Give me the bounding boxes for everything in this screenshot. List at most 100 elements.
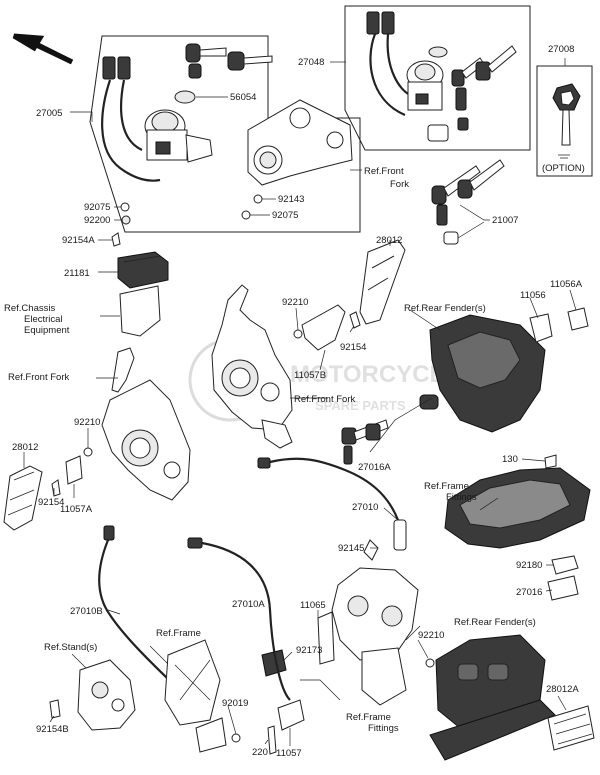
label-92019: 92019: [222, 698, 248, 709]
license-light-assembly: [429, 634, 556, 761]
label-92210-b: 92210: [74, 417, 100, 428]
bolt-92154A: [111, 232, 121, 247]
label-92143: 92143: [278, 194, 304, 205]
spring-92145: [363, 539, 379, 561]
ref-chassis-3: Equipment: [24, 325, 70, 336]
ref-frame-fittings-right-1: Ref.Frame: [424, 481, 469, 492]
label-11056: 11056: [520, 290, 546, 301]
reflector-28012A: [547, 705, 595, 751]
frame-27005: [89, 35, 361, 233]
stand-bracket: [77, 659, 136, 731]
bolt-92154-b: [51, 479, 61, 497]
cover-11065: [317, 611, 335, 665]
washer-27048: [428, 46, 448, 58]
key-set-27048: [451, 45, 517, 111]
switch-92019: [195, 717, 227, 753]
ignition-switch-27005: [101, 56, 213, 182]
key-set-21007: [431, 159, 505, 245]
cable-27010: [257, 457, 407, 551]
label-92075-b: 92075: [272, 210, 298, 221]
label-28012-a: 28012: [376, 235, 402, 246]
ignition-switch-27048: [366, 11, 444, 117]
front-direction-arrow: [12, 33, 74, 65]
label-27005: 27005: [36, 108, 62, 119]
bolt-92154-a: [349, 311, 361, 329]
label-27010B: 27010B: [70, 606, 103, 617]
module-21181: [117, 251, 169, 337]
bracket-92180: [551, 555, 579, 575]
ref-front-fork-top-1: Ref.Front: [364, 166, 404, 177]
nut-92210-c: [425, 658, 435, 668]
key-27008: [552, 83, 581, 159]
bracket-11057: [277, 699, 305, 731]
label-92075-a: 92075: [84, 202, 110, 213]
label-220: 220: [252, 747, 268, 758]
reflector-28012-b: [3, 465, 43, 531]
nut-92019: [231, 733, 241, 743]
reference-labels: Ref.Front Fork Ref.Chassis Electrical Eq…: [4, 163, 585, 734]
label-11056A: 11056A: [550, 279, 583, 290]
lower-bracket-center: [211, 284, 293, 449]
label-56054: 56054: [230, 92, 256, 103]
bolt-130: [544, 454, 557, 469]
label-27010: 27010: [352, 502, 378, 513]
label-27016A: 27016A: [358, 462, 391, 473]
screw-220: [267, 725, 277, 755]
label-92210-a: 92210: [282, 297, 308, 308]
bracket-11056A: [567, 307, 589, 331]
label-11057B: 11057B: [294, 370, 326, 381]
label-27016: 27016: [516, 587, 542, 598]
label-27010A: 27010A: [232, 599, 265, 610]
reflector-28012-a: [359, 239, 406, 325]
ref-chassis-1: Ref.Chassis: [4, 303, 55, 314]
nut-92210-a: [293, 329, 303, 339]
label-92210-c: 92210: [418, 630, 444, 641]
label-27008: 27008: [548, 44, 574, 55]
label-92145: 92145: [338, 543, 364, 554]
label-92200: 92200: [84, 215, 110, 226]
label-92154B: 92154B: [36, 724, 69, 735]
label-28012A: 28012A: [546, 684, 579, 695]
watermark-title: MOTORCYCLE: [290, 361, 460, 388]
washer-92200: [121, 215, 131, 225]
bracket-11057A: [65, 455, 83, 485]
bracket-27016: [547, 575, 579, 601]
label-28012-b: 28012: [12, 442, 38, 453]
ref-front-fork-left: Ref.Front Fork: [8, 372, 69, 383]
cable-27010A: [187, 537, 291, 701]
label-21181: 21181: [64, 268, 90, 279]
leader-lines: [23, 58, 577, 746]
ref-rear-fender-bottom: Ref.Rear Fender(s): [454, 617, 536, 628]
ref-frame-fittings-right-2: Fittings: [446, 492, 477, 503]
ref-frame-fittings-bottom-1: Ref.Frame: [346, 712, 391, 723]
lower-bracket-left: [101, 347, 191, 501]
watermark-subtitle: SPARE PARTS: [315, 398, 406, 413]
label-11065: 11065: [300, 600, 326, 611]
key-set-27005: [185, 43, 273, 79]
bracket-11057B: [301, 304, 346, 351]
label-92154-a: 92154: [340, 342, 366, 353]
part-labels: 27005 56054 92075 92200 92154A 92143 920…: [12, 44, 583, 759]
washer-92075-b: [241, 210, 251, 220]
label-130: 130: [502, 454, 518, 465]
ref-chassis-2: Electrical: [24, 314, 63, 325]
washer-92075-a: [120, 202, 130, 212]
upper-bracket: [247, 99, 353, 186]
ref-stands: Ref.Stand(s): [44, 642, 97, 653]
rear-fender-cover: [429, 314, 546, 433]
lock-27016A: [341, 394, 439, 465]
label-92154A: 92154A: [62, 235, 95, 246]
side-stand-switch-assembly: [331, 567, 419, 706]
nut-92210-b: [83, 447, 93, 457]
bolt-92154B: [49, 699, 61, 719]
ref-front-fork-mid: Ref.Front Fork: [294, 394, 355, 405]
ref-frame: Ref.Frame: [156, 628, 201, 639]
label-27048: 27048: [298, 57, 324, 68]
label-92180: 92180: [516, 560, 542, 571]
ref-rear-fender-top: Ref.Rear Fender(s): [404, 303, 486, 314]
frame-27008: [536, 65, 593, 177]
label-11057: 11057: [276, 748, 302, 759]
ref-front-fork-top-2: Fork: [390, 179, 409, 190]
